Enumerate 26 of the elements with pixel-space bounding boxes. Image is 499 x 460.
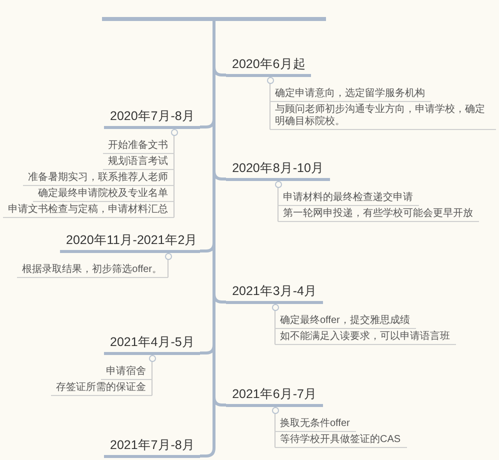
task-item: 与顾问老师初步沟通专业方向，申请学校，确定明确目标院校。 bbox=[270, 102, 496, 130]
task-item: 申请材料的最终检查递交申请 bbox=[278, 190, 419, 206]
task-item: 准备暑期实习，联系推荐人老师 bbox=[23, 170, 174, 186]
period-topic: 2020年6月起 bbox=[226, 56, 311, 76]
task-item: 确定申请意向，选定留学服务机构 bbox=[270, 86, 431, 102]
branch-connector bbox=[200, 21, 216, 458]
task-item: 等待学校开具做签证的CAS bbox=[275, 432, 407, 448]
task-item: 存签证所需的保证金 bbox=[51, 380, 152, 396]
period-topic: 2021年3月-4月 bbox=[226, 282, 323, 304]
period-topic: 2021年6月-7月 bbox=[226, 386, 323, 406]
task-item: 开始准备文书 bbox=[103, 138, 174, 154]
task-item: 确定最终申请院校及专业名单 bbox=[33, 186, 174, 202]
task-item: 确定最终offer，提交雅思成绩 bbox=[275, 313, 416, 329]
task-item: 换取无条件offer bbox=[275, 416, 356, 432]
period-topic: 2020年8月-10月 bbox=[226, 160, 330, 180]
period-topic: 2020年7月-8月 bbox=[104, 108, 200, 128]
task-item: 申请文书检查与定稿，申请材料汇总 bbox=[3, 202, 174, 218]
period-topic: 2021年4月-5月 bbox=[104, 334, 200, 354]
period-topic: 2021年7月-8月 bbox=[104, 436, 200, 458]
task-item: 规划语言考试 bbox=[103, 154, 174, 170]
title-bar bbox=[102, 17, 326, 21]
period-topic: 2020年11月-2021年2月 bbox=[60, 232, 200, 252]
task-item: 第一轮网申投递，有些学校可能会更早开放 bbox=[278, 206, 479, 222]
task-item: 根据录取结果，初步筛选offer。 bbox=[17, 262, 168, 278]
task-item: 申请宿舍 bbox=[101, 364, 152, 380]
task-item: 如不能满足入读要求，可以申请语言班 bbox=[275, 329, 456, 345]
